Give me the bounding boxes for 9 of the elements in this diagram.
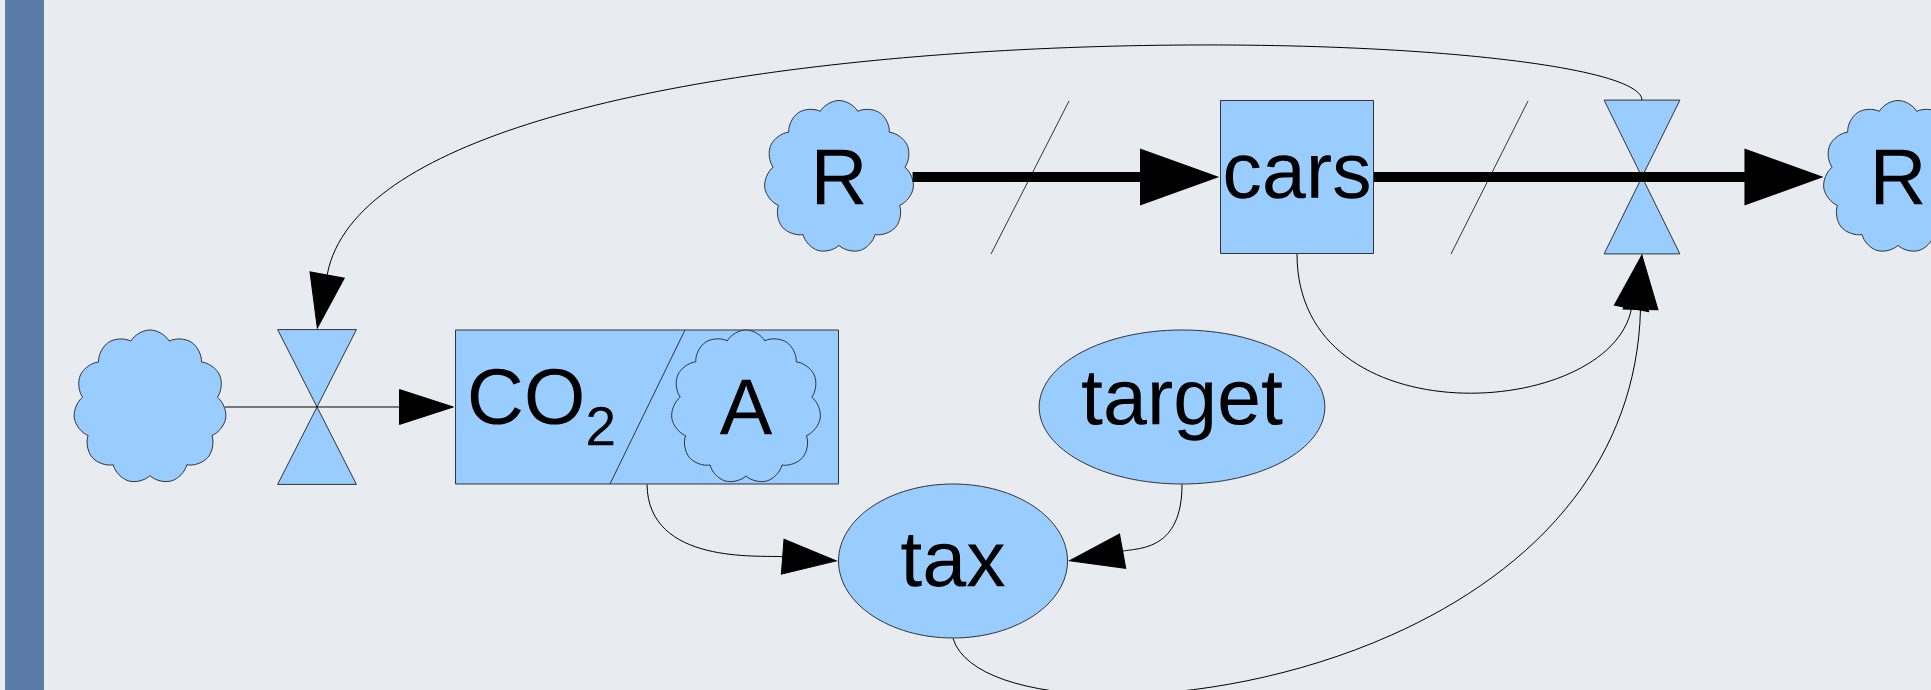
connector-arrow [316,389,454,425]
connector-arrow [646,484,837,575]
valve-symbol [277,329,357,485]
flow-pipe [1374,172,1642,182]
connector-arrow [1069,484,1183,569]
valve-symbol [1603,99,1681,255]
cloud-symbol [73,329,227,483]
stock-box: cars [1220,100,1374,254]
connector-arrow [952,255,1659,690]
